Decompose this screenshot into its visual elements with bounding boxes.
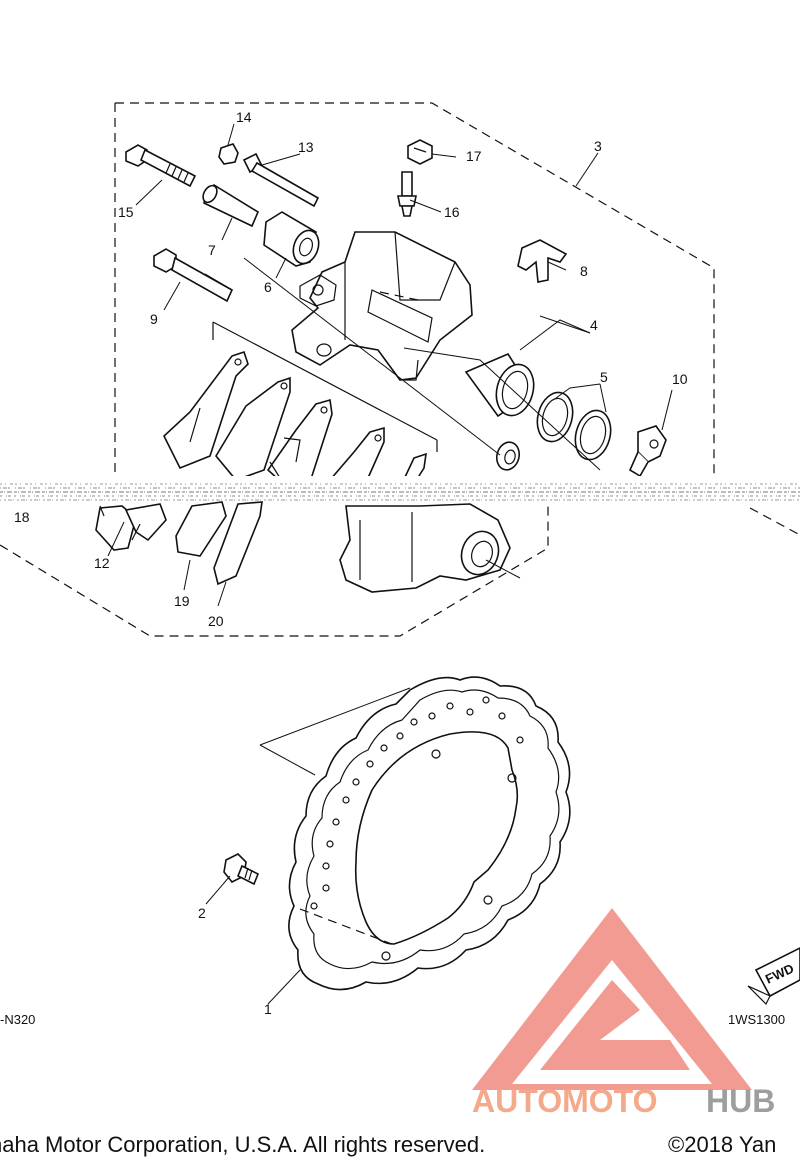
callout-19: 19 [174,593,190,609]
part-17-cap [407,139,433,165]
fwd-arrow: FWD [747,947,800,1006]
callout-13: 13 [298,139,314,155]
callout-5: 5 [600,369,608,385]
part-4-piston [464,352,535,418]
pad-group-outline [212,321,438,441]
scan-noise-band [0,476,800,506]
part-10-boot [628,425,667,478]
part-2-bolt [223,853,260,886]
part-6-bushing [263,211,320,267]
copyright-footer: naha Motor Corporation, U.S.A. All right… [0,1126,800,1165]
caliper-assembly-outline [115,102,715,480]
pads-lower [95,501,263,586]
callout-12: 12 [94,555,110,571]
ref-right: 1WS1300 [728,1012,785,1027]
logo-mark [540,980,690,1070]
part-1-disc [288,676,571,991]
watermark-brand-a: AUTOMOTO [472,1083,657,1119]
callout-16: 16 [444,204,460,220]
copyright-right: ©2018 Yan [668,1132,777,1157]
part-14-boot [218,143,239,165]
caliper-assembly-outline-lower [0,505,549,637]
part-15-bolt [125,144,197,188]
callout-9: 9 [150,311,158,327]
callout-6: 6 [264,279,272,295]
callout-17: 17 [466,148,482,164]
part-3-caliper [291,231,473,381]
caliper-bracket [339,503,511,593]
part-washer [495,441,521,471]
callout-18: 18 [14,509,30,525]
callout-20: 20 [208,613,224,629]
copyright-left: naha Motor Corporation, U.S.A. All right… [0,1132,486,1157]
callout-10: 10 [672,371,688,387]
callout-4: 4 [590,317,598,333]
part-8-spring [517,239,568,283]
callout-7: 7 [208,242,216,258]
watermark-brand-b: HUB [706,1083,775,1119]
part-9-bolt [153,248,234,303]
callout-1: 1 [264,1001,272,1017]
callout-14: 14 [236,109,252,125]
callout-2: 2 [198,905,206,921]
callout-15: 15 [118,204,134,220]
part-7-sleeve [202,183,260,228]
ref-left: -N320 [0,1012,35,1027]
callout-3: 3 [594,138,602,154]
callout-8: 8 [580,263,588,279]
part-5-seals [536,391,612,461]
side-outline-right [749,507,800,536]
leader-lines [107,123,673,1005]
part-16-bleed-screw [397,171,417,217]
part-13-pin [242,152,320,208]
automotohub-logo [472,908,752,1090]
